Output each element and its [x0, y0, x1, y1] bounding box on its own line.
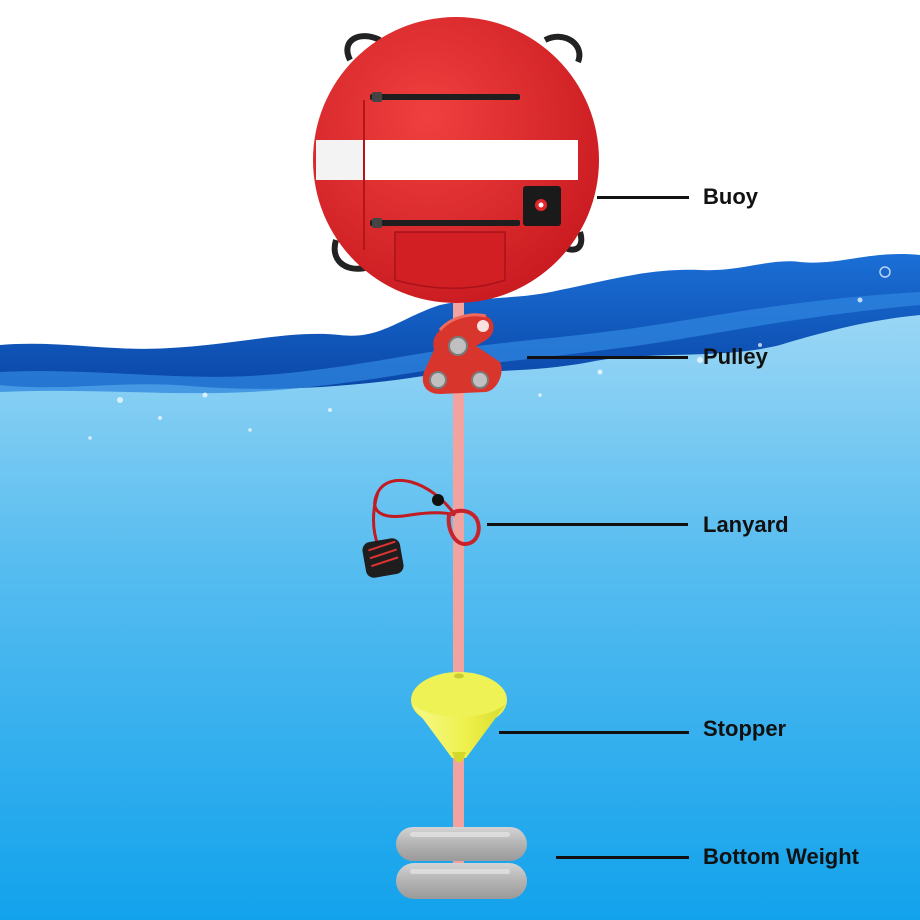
- label-bottom-weight: Bottom Weight: [703, 846, 859, 868]
- weight-icon: [396, 827, 527, 899]
- lanyard-leader-line: [487, 523, 688, 526]
- label-buoy: Buoy: [703, 186, 758, 208]
- label-stopper: Stopper: [703, 718, 786, 740]
- buoy-icon: [313, 17, 599, 303]
- label-lanyard: Lanyard: [703, 514, 789, 536]
- bottom-weight-leader-line: [556, 856, 689, 859]
- label-pulley: Pulley: [703, 346, 768, 368]
- stopper-leader-line: [499, 731, 689, 734]
- pulley-leader-line: [527, 356, 688, 359]
- buoy-leader-line: [597, 196, 689, 199]
